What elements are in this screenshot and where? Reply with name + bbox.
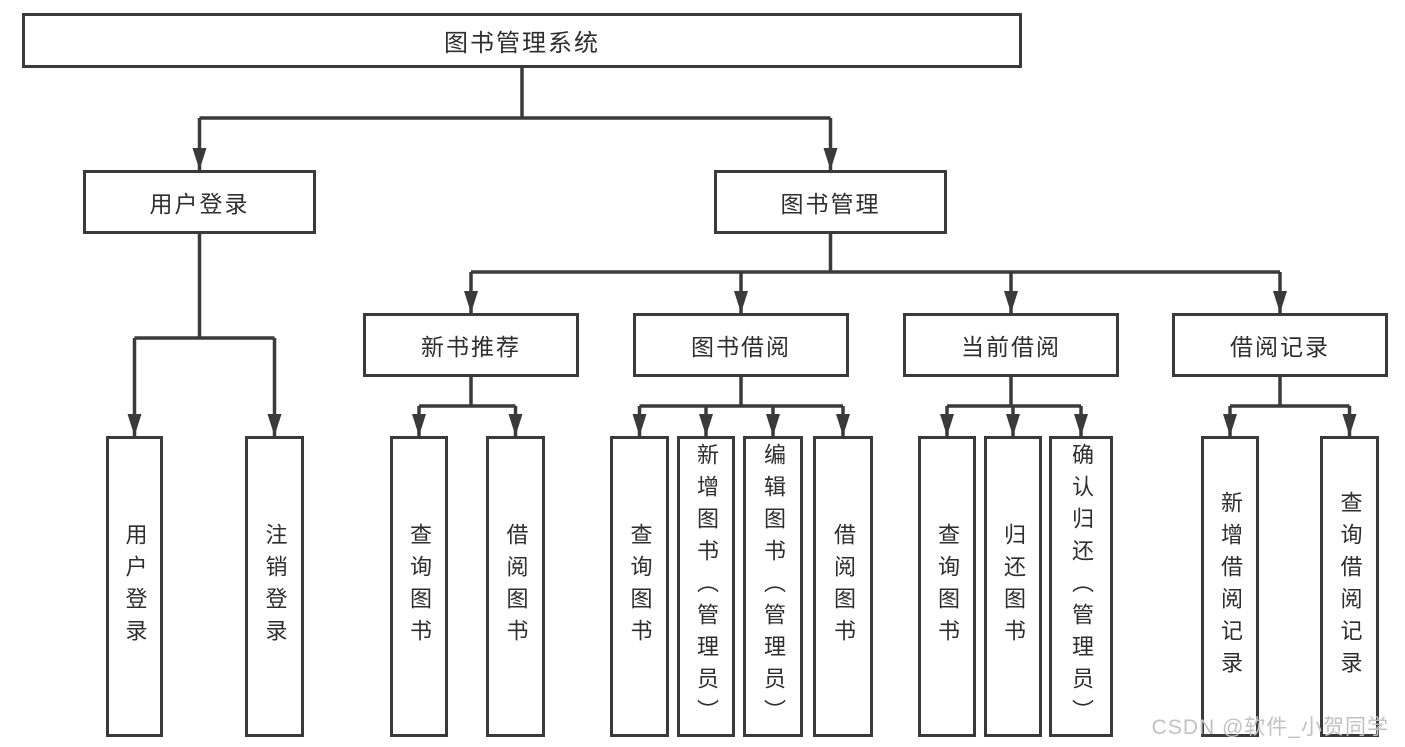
leaf-add-books-admin: 新增图书（管理员）: [677, 436, 735, 737]
node-user-login-branch: 用户登录: [83, 170, 316, 234]
node-library-management-system: 图书管理系统: [22, 13, 1022, 68]
node-book-management-branch: 图书管理: [714, 170, 947, 234]
leaf-edit-books-admin: 编辑图书（管理员）: [743, 436, 803, 737]
leaf-borrow-books-recommend: 借阅图书: [486, 436, 545, 737]
leaf-query-borrow-record: 查询借阅记录: [1320, 436, 1379, 737]
leaf-user-login: 用户登录: [106, 436, 163, 737]
leaf-query-books-recommend: 查询图书: [390, 436, 448, 737]
node-new-book-recommendation: 新书推荐: [363, 313, 579, 377]
connector-lines: [134, 68, 1350, 408]
leaf-confirm-return-admin: 确认归还（管理员）: [1049, 436, 1113, 737]
csdn-watermark: CSDN @软件_小贺同学: [1151, 716, 1389, 739]
node-book-borrowing: 图书借阅: [633, 313, 849, 377]
leaf-borrow-books: 借阅图书: [813, 436, 873, 737]
leaf-query-books-borrowing: 查询图书: [610, 436, 669, 737]
node-borrowing-records: 借阅记录: [1172, 313, 1388, 377]
leaf-return-books: 归还图书: [984, 436, 1042, 737]
leaf-add-borrow-record: 新增借阅记录: [1201, 436, 1259, 737]
node-current-borrowing: 当前借阅: [903, 313, 1119, 377]
leaf-query-books-current: 查询图书: [918, 436, 976, 737]
leaf-logout: 注销登录: [245, 436, 304, 737]
